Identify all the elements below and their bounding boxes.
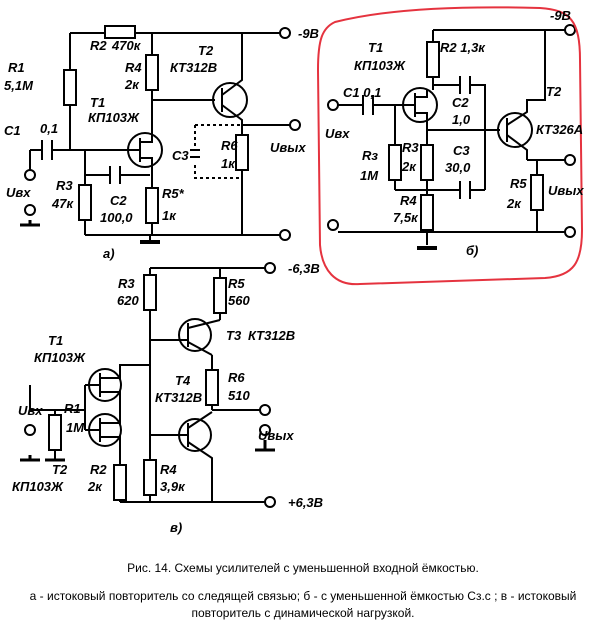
component-label: КТ312В — [170, 60, 217, 75]
component-label: С1 — [4, 123, 21, 138]
component-label: T1 — [90, 95, 105, 110]
component-label: Rз — [362, 148, 378, 163]
component-label: R2 — [90, 38, 107, 53]
component-label: R5* — [162, 186, 185, 201]
component-label: Uвых — [548, 183, 584, 198]
component-label: R1 — [64, 401, 81, 416]
component-label: 100,0 — [100, 210, 133, 225]
component-label: R6 — [221, 138, 238, 153]
component-label: 0,1 — [40, 121, 58, 136]
component-label: -9В — [298, 26, 319, 41]
component-label: R3 — [56, 178, 73, 193]
component-label: Uвх — [325, 126, 350, 141]
component-label: С2 — [452, 95, 469, 110]
highlight-outline — [316, 6, 584, 286]
component-label: 560 — [228, 293, 250, 308]
component-label: R4 — [400, 193, 417, 208]
component-label: 1к — [221, 156, 236, 171]
component-label: 510 — [228, 388, 250, 403]
component-label: R4 — [125, 60, 142, 75]
component-label: б) — [466, 243, 478, 258]
component-label: в) — [170, 520, 182, 535]
component-label: 1М — [360, 168, 379, 183]
component-label: Т4 — [175, 373, 191, 388]
component-label: 620 — [117, 293, 139, 308]
component-label: Uвх — [6, 185, 31, 200]
component-label: 2к — [401, 159, 417, 174]
component-label: 47к — [51, 196, 74, 211]
component-label: 30,0 — [445, 160, 471, 175]
component-label: Т3 — [226, 328, 242, 343]
component-label: С2 — [110, 193, 127, 208]
component-label: а) — [103, 246, 115, 261]
component-label: КП103Ж — [88, 110, 140, 125]
component-label: КТ312В — [155, 390, 202, 405]
component-label: +6,3В — [288, 495, 323, 510]
component-label: Т1 — [368, 40, 383, 55]
component-label: 5,1М — [4, 78, 34, 93]
component-label: КП103Ж — [34, 350, 86, 365]
schematic-b — [327, 24, 576, 250]
component-label: 1М — [66, 420, 85, 435]
component-label: КТ326А — [536, 122, 583, 137]
component-label: 2к — [87, 479, 103, 494]
component-label: 3,9к — [160, 479, 186, 494]
component-label: 470к — [111, 38, 142, 53]
component-label: КП103Ж — [12, 479, 64, 494]
component-label: Uвх — [18, 403, 43, 418]
component-label: 1,0 — [452, 112, 471, 127]
component-label: -6,3В — [288, 261, 320, 276]
component-label: R1 — [8, 60, 25, 75]
component-label: С3 — [172, 148, 189, 163]
component-label: Uвых — [270, 140, 306, 155]
schematics-figure: R1 5,1М R2 470к R4 2к T1 КП103Ж T2 КТ312… — [4, 6, 584, 535]
component-label: R4 — [160, 462, 177, 477]
component-label: Т1 — [48, 333, 63, 348]
component-label: С3 — [453, 143, 470, 158]
figure-caption-description: а - истоковый повторитель со следящей св… — [29, 589, 577, 620]
component-label: 2к — [124, 77, 140, 92]
component-label: R5 — [510, 176, 527, 191]
schematic-c — [20, 262, 276, 508]
component-label: R3 — [118, 276, 135, 291]
component-label: R2 — [90, 462, 107, 477]
component-label: Т2 — [52, 462, 68, 477]
component-label: R3 — [402, 140, 419, 155]
schematic-a — [20, 25, 301, 244]
component-label: R2 1,3к — [440, 40, 486, 55]
component-label: 7,5к — [393, 210, 419, 225]
figure-caption-title: Рис. 14. Схемы усилителей с уменьшенной … — [127, 561, 479, 575]
component-label: Т2 — [546, 84, 562, 99]
component-label: R6 — [228, 370, 245, 385]
component-label: -9В — [550, 8, 571, 23]
component-label: КТ312В — [248, 328, 295, 343]
component-label: R5 — [228, 276, 245, 291]
component-label: КП103Ж — [354, 58, 406, 73]
component-label: 1к — [162, 208, 177, 223]
component-label: Uвых — [258, 428, 294, 443]
component-label: С1 0,1 — [343, 85, 381, 100]
component-label: T2 — [198, 43, 214, 58]
component-label: 2к — [506, 196, 522, 211]
